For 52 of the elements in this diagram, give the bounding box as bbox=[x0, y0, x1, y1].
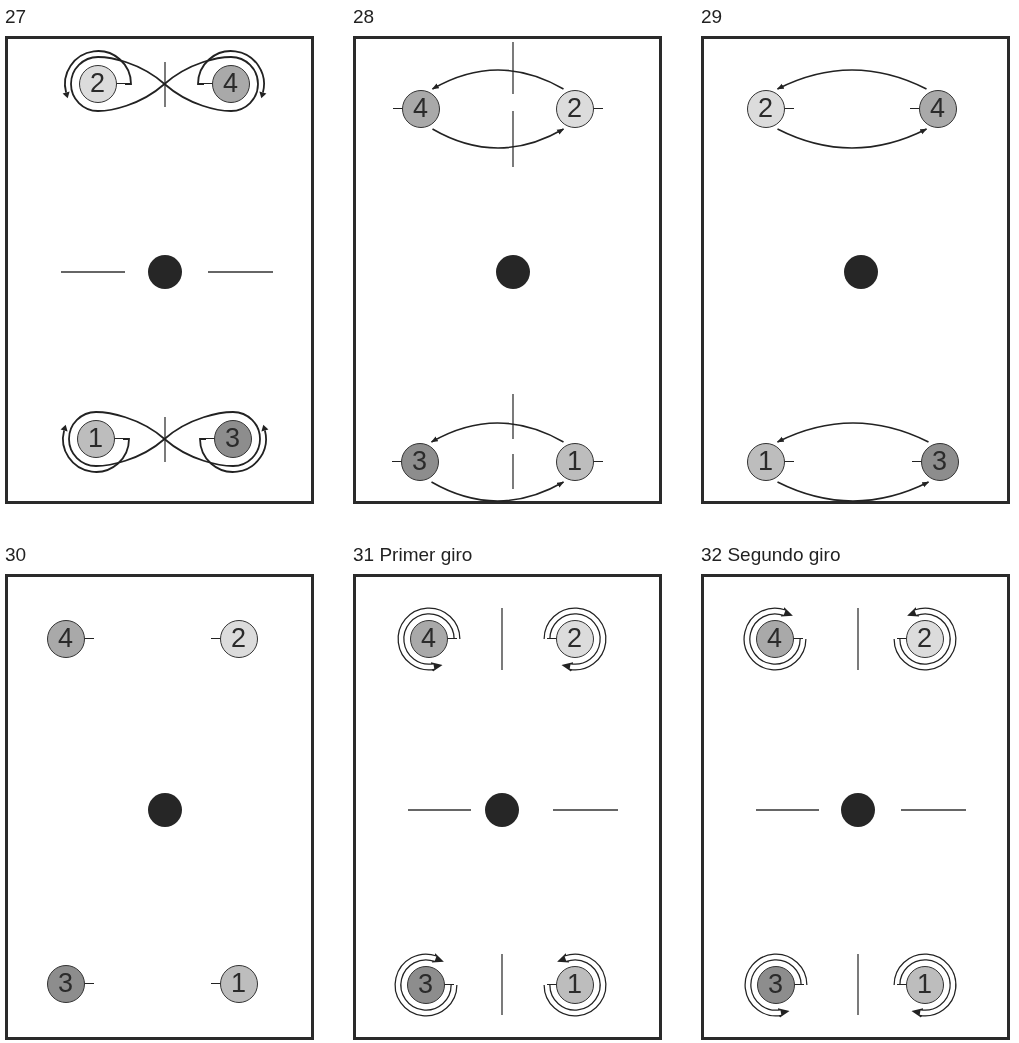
curved-arrow bbox=[776, 128, 928, 149]
dancer-circle: 2 bbox=[78, 64, 117, 103]
dancer-circle: 3 bbox=[756, 965, 795, 1004]
dancer-circle: 4 bbox=[755, 619, 794, 658]
dancer-circle: 4 bbox=[401, 89, 440, 128]
panel-heading: 32 Segundo giro bbox=[701, 544, 841, 567]
panel-heading: 27 bbox=[5, 6, 27, 29]
dancer-circle: 2 bbox=[555, 619, 594, 658]
dancer-circle: 3 bbox=[406, 965, 445, 1004]
dancer-circle: 1 bbox=[555, 965, 594, 1004]
rotation-arrow bbox=[893, 607, 957, 671]
center-dot bbox=[148, 255, 182, 289]
dancer-circle: 2 bbox=[555, 89, 594, 128]
rotation-arrow bbox=[744, 953, 808, 1018]
dancer-circle: 3 bbox=[400, 442, 439, 481]
dancer-circle: 1 bbox=[555, 442, 594, 481]
panel-heading: 31 Primer giro bbox=[353, 544, 473, 567]
dancer-circle: 1 bbox=[905, 965, 944, 1004]
curved-arrow bbox=[431, 128, 565, 149]
dancer-circle: 1 bbox=[746, 442, 785, 481]
curved-arrow bbox=[776, 481, 930, 502]
rotation-arrow bbox=[543, 607, 607, 672]
rotation-arrow bbox=[543, 953, 607, 1017]
center-dot bbox=[841, 793, 875, 827]
center-dot bbox=[496, 255, 530, 289]
dancer-circle: 4 bbox=[211, 64, 250, 103]
rotation-arrow bbox=[893, 953, 957, 1018]
panel-heading: 28 bbox=[353, 6, 375, 29]
dancer-circle: 2 bbox=[746, 89, 785, 128]
dancer-circle: 1 bbox=[219, 964, 258, 1003]
dancer-circle: 3 bbox=[920, 442, 959, 481]
curved-arrow bbox=[430, 422, 565, 443]
rotation-arrow bbox=[743, 607, 807, 671]
panel-heading: 30 bbox=[5, 544, 27, 567]
rotation-arrow bbox=[397, 607, 461, 672]
dancer-circle: 3 bbox=[213, 419, 252, 458]
center-dot bbox=[844, 255, 878, 289]
panel-heading: 29 bbox=[701, 6, 723, 29]
dancer-circle: 4 bbox=[46, 619, 85, 658]
curved-arrow bbox=[431, 69, 565, 90]
curved-arrow bbox=[776, 422, 930, 443]
curved-arrow bbox=[776, 69, 928, 90]
dancer-circle: 2 bbox=[219, 619, 258, 658]
rotation-arrow bbox=[394, 953, 458, 1017]
center-dot bbox=[148, 793, 182, 827]
dancer-circle: 4 bbox=[918, 89, 957, 128]
center-dot bbox=[485, 793, 519, 827]
dancer-circle: 4 bbox=[409, 619, 448, 658]
curved-arrow bbox=[430, 481, 565, 502]
dancer-circle: 1 bbox=[76, 419, 115, 458]
dancer-circle: 2 bbox=[905, 619, 944, 658]
dancer-circle: 3 bbox=[46, 964, 85, 1003]
